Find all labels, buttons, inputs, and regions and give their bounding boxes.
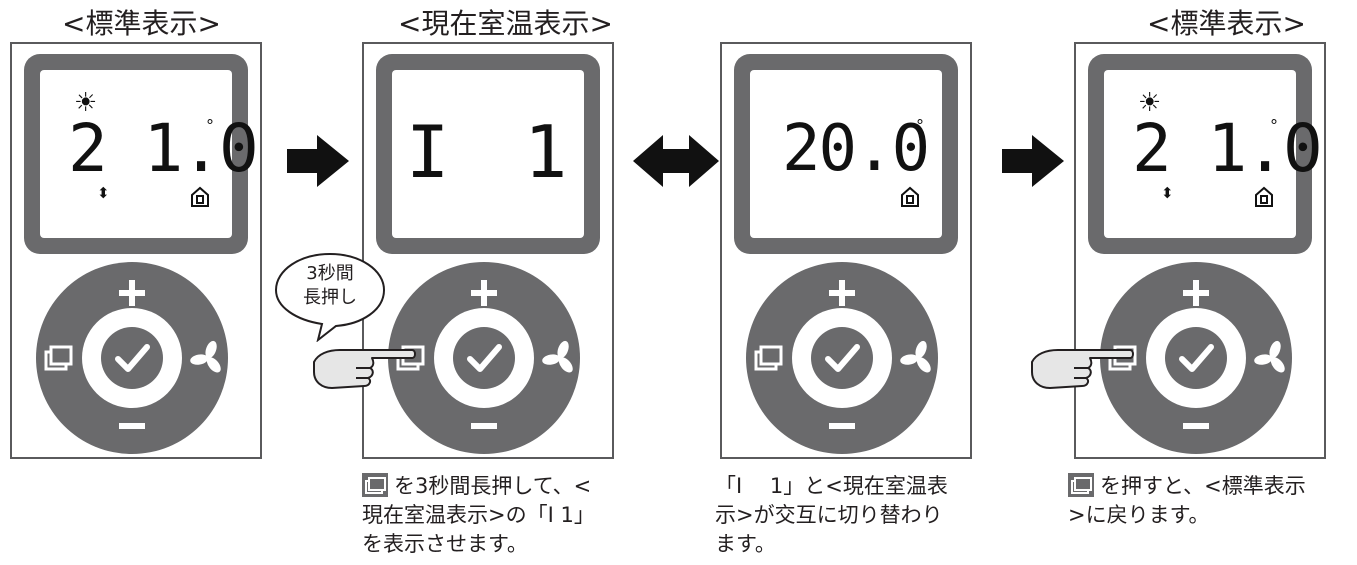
- lcd-screen: I 1: [392, 70, 584, 238]
- caption-line: ます。: [715, 532, 776, 556]
- double-arrow-icon: [633, 135, 719, 187]
- speech-bubble: [274, 252, 386, 342]
- temperature-display: 2 1.0: [1132, 110, 1323, 187]
- control-dial: [746, 262, 938, 454]
- caption-line: を押すと、<標準表示: [1068, 472, 1306, 501]
- room-sensor-icon: [1255, 186, 1273, 207]
- control-dial: [36, 262, 228, 454]
- caption-line: を3秒間長押して、<: [362, 472, 595, 501]
- title-standard: <標準表示>: [62, 7, 221, 40]
- menu-button-icon: [1068, 473, 1094, 497]
- lcd-screen: ☀ 2 1.0 ° ⬍: [40, 70, 259, 238]
- caption-text: を押すと、<標準表示: [1100, 474, 1306, 498]
- up-down-icon: ⬍: [1161, 184, 1174, 202]
- heat-mode-icon: ☀: [74, 88, 98, 118]
- degree-symbol: °: [916, 116, 924, 135]
- caption-line: 示>が交互に切り替わり: [715, 503, 943, 527]
- current-temperature-display: 20.0: [782, 112, 930, 186]
- heat-mode-icon: ☀: [1138, 88, 1162, 118]
- pointing-hand-icon: [313, 349, 416, 389]
- caption-line: >に戻ります。: [1068, 503, 1210, 527]
- temperature-display: 2 1.0: [68, 110, 259, 187]
- screen-frame: ☀ 2 1.0 ° ⬍: [24, 54, 259, 254]
- bubble-line-1: 3秒間: [306, 263, 354, 284]
- controller-panel-3: 20.0 °: [720, 42, 972, 459]
- title-standard-return: <標準表示>: [1147, 7, 1306, 40]
- degree-symbol: °: [206, 116, 214, 135]
- screen-frame: ☀ 2 1.0 ° ⬍: [1088, 54, 1323, 254]
- bubble-line-2: 長押し: [303, 287, 357, 308]
- room-temp-code-left: I: [406, 110, 449, 194]
- room-sensor-icon: [191, 186, 209, 207]
- bubble-text: 3秒間 長押し: [276, 262, 384, 310]
- room-temp-code-right: 1: [524, 110, 567, 194]
- screen-frame: 20.0 °: [734, 54, 958, 254]
- caption-step-3: を押すと、<標準表示 >に戻ります。: [1068, 472, 1306, 530]
- arrow-right-icon: [287, 135, 349, 187]
- screen-frame: I 1: [376, 54, 600, 254]
- controller-panel-2: I 1: [362, 42, 614, 459]
- caption-step-2: 「I 1」と<現在室温表 示>が交互に切り替わり ます。: [715, 472, 948, 559]
- title-current-room-temp: <現在室温表示>: [398, 7, 613, 40]
- lcd-screen: ☀ 2 1.0 ° ⬍: [1104, 70, 1323, 238]
- controller-panel-4: ☀ 2 1.0 ° ⬍: [1074, 42, 1326, 459]
- caption-text: を3秒間長押して、<: [394, 474, 592, 498]
- controller-panel-1: ☀ 2 1.0 ° ⬍: [10, 42, 262, 459]
- caption-line: 現在室温表示>の「I 1」: [362, 503, 595, 527]
- lcd-screen: 20.0 °: [750, 70, 942, 238]
- control-dial: [1100, 262, 1292, 454]
- degree-symbol: °: [1270, 116, 1278, 135]
- caption-line: 「I 1」と<現在室温表: [715, 474, 948, 498]
- caption-step-1: を3秒間長押して、< 現在室温表示>の「I 1」 を表示させます。: [362, 472, 595, 559]
- room-sensor-icon: [901, 186, 919, 207]
- pointing-hand-icon: [1031, 349, 1134, 389]
- caption-line: を表示させます。: [362, 532, 528, 556]
- up-down-icon: ⬍: [97, 184, 110, 202]
- menu-button-icon: [362, 473, 388, 497]
- arrow-right-icon: [1002, 135, 1064, 187]
